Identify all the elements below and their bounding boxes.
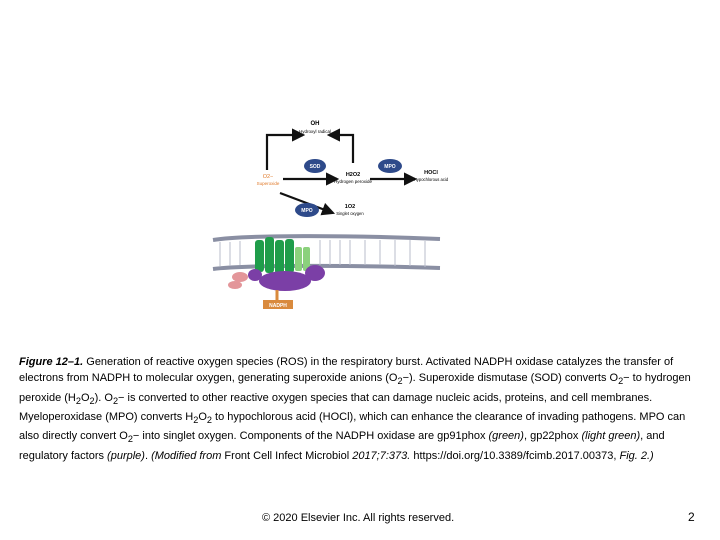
caption-green-note: (green) [488,430,524,443]
mpo-enzyme-1 [378,159,402,173]
mpo-enzyme-2 [295,203,319,217]
arrow-superoxide-to-oh [265,128,306,170]
caption-doi: https://doi.org/10.3389/fcimb.2017.00373… [410,449,620,462]
caption-text: to hypochlorous acid (HOCl), which can e… [19,410,686,443]
figure-caption: Figure 12–1. Generation of reactive oxyg… [19,354,695,464]
caption-text: O [80,391,90,404]
ros-diagram: OH Hydroxyl radical O2− Superoxide SOD H… [205,115,450,310]
cell-membrane-inner [212,263,441,271]
h2o2-label: H2O2 [346,172,360,178]
caption-text: . [144,449,152,462]
cell-membrane-outer [212,234,441,242]
arrow-mpo-singlet [279,191,336,216]
copyright-notice: © 2020 Elsevier Inc. All rights reserved… [262,512,455,524]
caption-text: −). Superoxide dismutase (SOD) converts … [402,372,619,385]
caption-light-green-note: (light green) [581,430,641,443]
singlet-name: Singlet oxygen [336,211,364,216]
caption-text: , and regulatory factors [19,430,665,462]
arrow-h2o2-to-oh [326,128,355,163]
caption-sub: 2 [127,434,133,445]
mpo-label-1: MPO [384,164,396,170]
hocl-name: Hypochlorous acid [414,177,449,182]
oh-name: Hydroxyl radical [299,129,331,134]
mpo-label-2: MPO [301,208,313,214]
caption-sub: 2 [397,376,403,387]
caption-sub: 2 [618,376,624,387]
superoxide-name: Superoxide [257,181,280,186]
caption-text: − is converted to other reactive oxygen … [19,391,653,423]
caption-sub: 2 [75,395,81,406]
h2o2-name-line: Hydrogen peroxide [334,179,373,184]
caption-text: − to hydrogen peroxide (H [19,372,691,404]
sod-label: SOD [310,164,321,170]
ros-diagram-svg: OH Hydroxyl radical O2− Superoxide SOD H… [212,121,449,309]
gp91phox-complex [255,237,294,274]
oh-label: OH [311,121,320,127]
hocl-label: HOCl [424,170,438,176]
nadph-label: NADPH [269,303,287,309]
gp22phox-complex [295,247,310,271]
caption-text: , gp22phox [523,430,582,443]
page-number: 2 [688,510,695,524]
caption-text: ). O [94,391,113,404]
sod-enzyme [304,159,326,173]
regulatory-factors [228,265,325,291]
caption-sub: 2 [193,415,199,426]
caption-purple-note: (purple) [107,449,145,462]
caption-fig-ref: Fig. 2.) [619,449,654,462]
caption-modified-from: (Modified from [151,449,222,462]
caption-text: O [198,410,207,423]
caption-sub: 2 [89,395,95,406]
superoxide-label: O2− [263,174,274,180]
caption-journal: Front Cell Infect Microbiol [221,449,353,462]
caption-text: − into singlet oxygen. Components of the… [132,430,489,443]
caption-citation: 2017;7:373. [352,449,411,462]
membrane-lipids [219,240,426,267]
singlet-label: 1O2 [345,204,355,210]
caption-sub: 2 [206,415,212,426]
caption-text: Generation of reactive oxygen species (R… [19,356,674,385]
nadph-box [263,300,293,309]
caption-sub: 2 [112,395,119,406]
caption-label: Figure 12–1. [19,356,84,368]
